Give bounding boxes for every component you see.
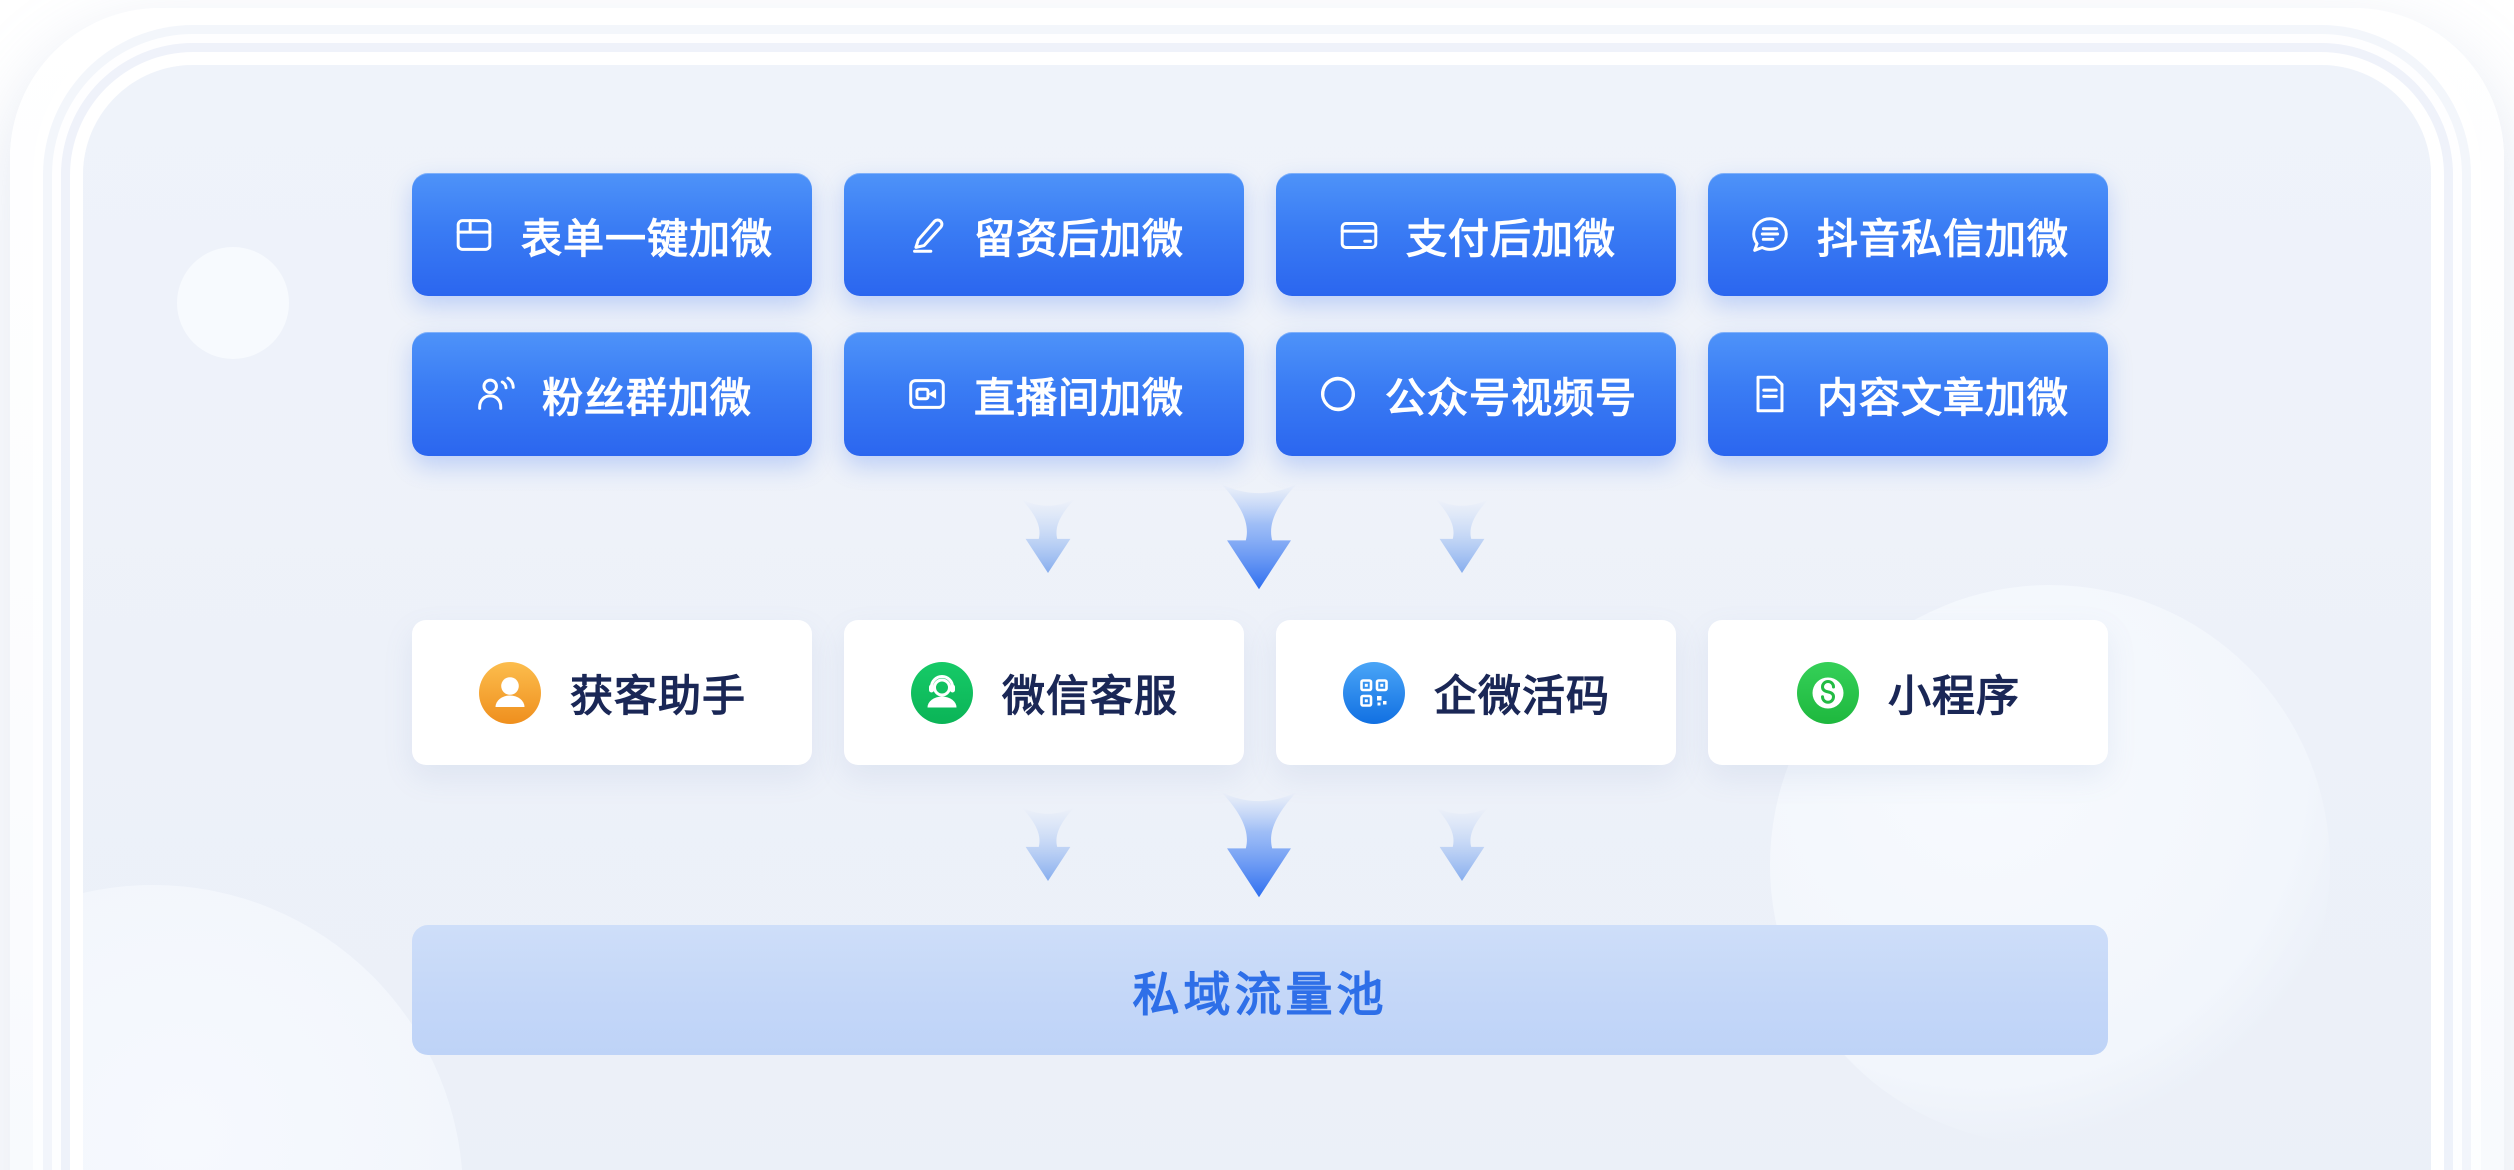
tool-card-wechat-service[interactable]: 微信客服 (844, 620, 1244, 765)
pool-bar-label: 私域流量池 (1132, 967, 1388, 1021)
source-button-live-room[interactable]: 直播间加微 (844, 332, 1244, 456)
source-button-fans-group[interactable]: 粉丝群加微 (412, 332, 812, 456)
source-button-label: 公众号视频号 (1385, 375, 1637, 421)
source-button-label: 表单一键加微 (521, 215, 773, 262)
tool-card-label: 微信客服 (1002, 672, 1178, 721)
source-buttons-row-2: 粉丝群加微 直播间加微 公众号视频号 (412, 332, 2108, 456)
edit-pencil-icon (904, 212, 950, 258)
source-button-official-video-account[interactable]: 公众号视频号 (1276, 332, 1676, 456)
tool-card-label: 小程序 (1888, 672, 2020, 721)
credit-card-icon (1336, 212, 1382, 258)
flow-arrow-down-large (1212, 790, 1306, 903)
source-button-douyin-dm[interactable]: 抖音私信加微 (1708, 173, 2108, 296)
source-buttons-row-1: 表单一键加微 留资后加微 支付后加微 (412, 173, 2108, 296)
source-button-label: 粉丝群加微 (542, 375, 752, 421)
tool-card-label: 企微活码 (1434, 672, 1610, 721)
source-button-label: 抖音私信加微 (1817, 215, 2069, 262)
source-button-lead-form[interactable]: 留资后加微 (844, 173, 1244, 296)
flow-arrow-down-large (1212, 482, 1306, 595)
fans-group-icon (472, 371, 518, 417)
decorative-circle-bottom-left (83, 885, 463, 1170)
tool-card-label: 获客助手 (570, 672, 746, 721)
source-button-label: 留资后加微 (974, 215, 1184, 262)
chat-bubble-icon (1747, 212, 1793, 258)
flow-arrow-down-small (1015, 806, 1081, 885)
source-button-label: 直播间加微 (974, 375, 1184, 421)
tool-card-customer-acquisition[interactable]: 获客助手 (412, 620, 812, 765)
source-button-content-article[interactable]: 内容文章加微 (1708, 332, 2108, 456)
private-domain-pool-bar: 私域流量池 (412, 925, 2108, 1055)
tool-card-qiwei-live-qr[interactable]: 企微活码 (1276, 620, 1676, 765)
live-camera-icon (904, 371, 950, 417)
flow-arrow-down-small (1015, 498, 1081, 577)
decorative-circle-top-left (177, 247, 289, 359)
source-button-form[interactable]: 表单一键加微 (412, 173, 812, 296)
customer-acquisition-icon (478, 661, 542, 725)
mini-program-icon (1796, 661, 1860, 725)
wechat-service-icon (910, 661, 974, 725)
source-button-label: 内容文章加微 (1817, 375, 2069, 421)
form-icon (451, 212, 497, 258)
qr-code-icon (1342, 661, 1406, 725)
flow-arrow-down-small (1429, 498, 1495, 577)
source-button-label: 支付后加微 (1406, 215, 1616, 262)
source-button-payment[interactable]: 支付后加微 (1276, 173, 1676, 296)
tool-cards-row: 获客助手 微信客服 (412, 620, 2108, 765)
flow-arrow-down-small (1429, 806, 1495, 885)
article-doc-icon (1747, 371, 1793, 417)
channels-spiral-icon (1315, 371, 1361, 417)
tool-card-mini-program[interactable]: 小程序 (1708, 620, 2108, 765)
